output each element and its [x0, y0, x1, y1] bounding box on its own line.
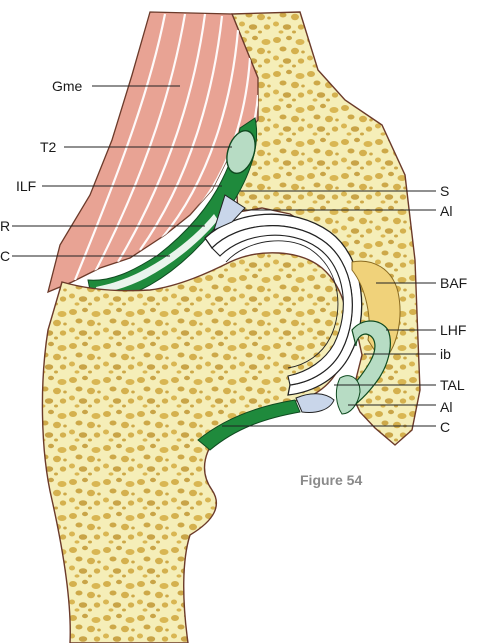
- label-gme: Gme: [52, 78, 180, 94]
- label-s: S: [240, 183, 449, 199]
- label-ilf: ILF: [16, 178, 222, 194]
- svg-text:T2: T2: [40, 139, 57, 155]
- labrum-lower: [335, 375, 361, 415]
- svg-text:Al: Al: [440, 399, 452, 415]
- tendon-t2: [226, 129, 256, 175]
- capsule-stripe: [96, 214, 218, 293]
- label-ib: ib: [364, 346, 451, 362]
- svg-text:Al: Al: [440, 203, 452, 219]
- svg-text:C: C: [440, 419, 450, 435]
- svg-text:ILF: ILF: [16, 178, 36, 194]
- label-baf: BAF: [376, 275, 467, 291]
- labrum-upper: [213, 194, 246, 231]
- svg-text:BAF: BAF: [440, 275, 467, 291]
- label-c-left: C: [0, 248, 170, 264]
- capsule-ligament-lower: [197, 399, 301, 451]
- svg-text:R: R: [0, 218, 10, 234]
- svg-text:S: S: [440, 183, 449, 199]
- label-r: R: [0, 218, 205, 234]
- label-al-upper: Al: [244, 203, 452, 219]
- svg-text:C: C: [0, 248, 10, 264]
- svg-text:TAL: TAL: [440, 377, 465, 393]
- label-c-lower: C: [222, 419, 450, 435]
- femoral-head-cartilage: [211, 225, 353, 386]
- svg-text:ib: ib: [440, 346, 451, 362]
- svg-text:LHF: LHF: [440, 322, 466, 338]
- label-lhf: LHF: [386, 322, 466, 338]
- label-tal: TAL: [334, 377, 465, 393]
- svg-text:Gme: Gme: [52, 78, 83, 94]
- figure-caption: Figure 54: [300, 472, 362, 488]
- label-t2: T2: [40, 139, 232, 155]
- label-al-lower: Al: [348, 399, 452, 415]
- femur-bone: [41, 252, 349, 643]
- transverse-ligament: [295, 393, 335, 413]
